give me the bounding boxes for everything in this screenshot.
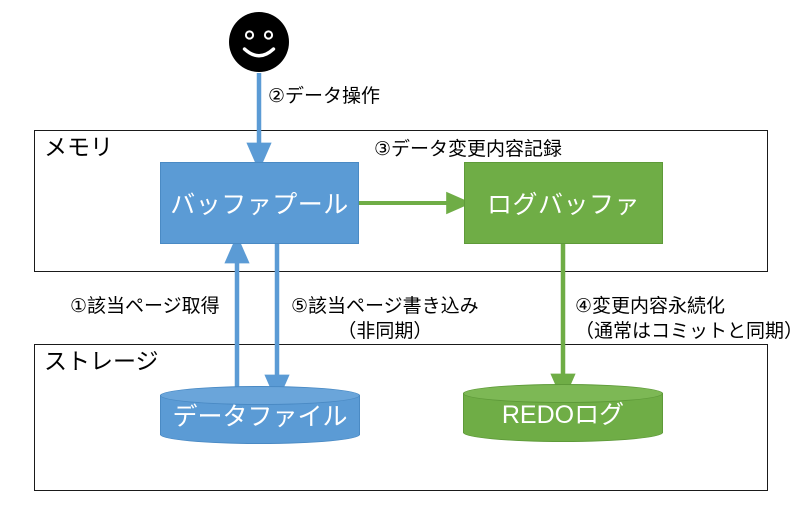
node-buffer-pool[interactable]: バッファプール [160, 162, 359, 244]
node-buffer-pool-label: バッファプール [170, 191, 349, 219]
data-file-cylinder-top [160, 386, 360, 405]
user-actor [228, 11, 290, 73]
redo-log-cylinder-top [463, 384, 663, 403]
storage-frame [34, 344, 768, 491]
node-redo-log[interactable]: REDOログ [463, 384, 663, 442]
flow-2-label: ②データ操作 [268, 86, 381, 107]
node-data-file[interactable]: データファイル [160, 386, 360, 444]
flow-3-label: ③データ変更内容記録 [374, 139, 563, 160]
flow-4-label-group: ④変更内容永続化 （通常はコミットと同期） [575, 294, 803, 344]
flow-5-label-line2: （非同期） [337, 321, 433, 342]
node-log-buffer-label: ログバッファ [486, 191, 640, 219]
flow-4-label: ④変更内容永続化 [575, 296, 726, 317]
flow-1-label: ①該当ページ取得 [70, 296, 220, 317]
flow-4-label-line2: （通常はコミットと同期） [575, 321, 804, 342]
flow-5-label: ⑤該当ページ書き込み [291, 296, 479, 317]
memory-frame [34, 130, 768, 272]
smiley-face-icon [229, 12, 289, 72]
flow-5-label-group: ⑤該当ページ書き込み （非同期） [291, 294, 479, 344]
node-data-file-label: データファイル [172, 403, 348, 431]
node-log-buffer[interactable]: ログバッファ [464, 162, 663, 244]
node-redo-log-label: REDOログ [501, 401, 625, 429]
memory-frame-label: メモリ [44, 134, 113, 160]
storage-frame-label: ストレージ [44, 348, 159, 374]
